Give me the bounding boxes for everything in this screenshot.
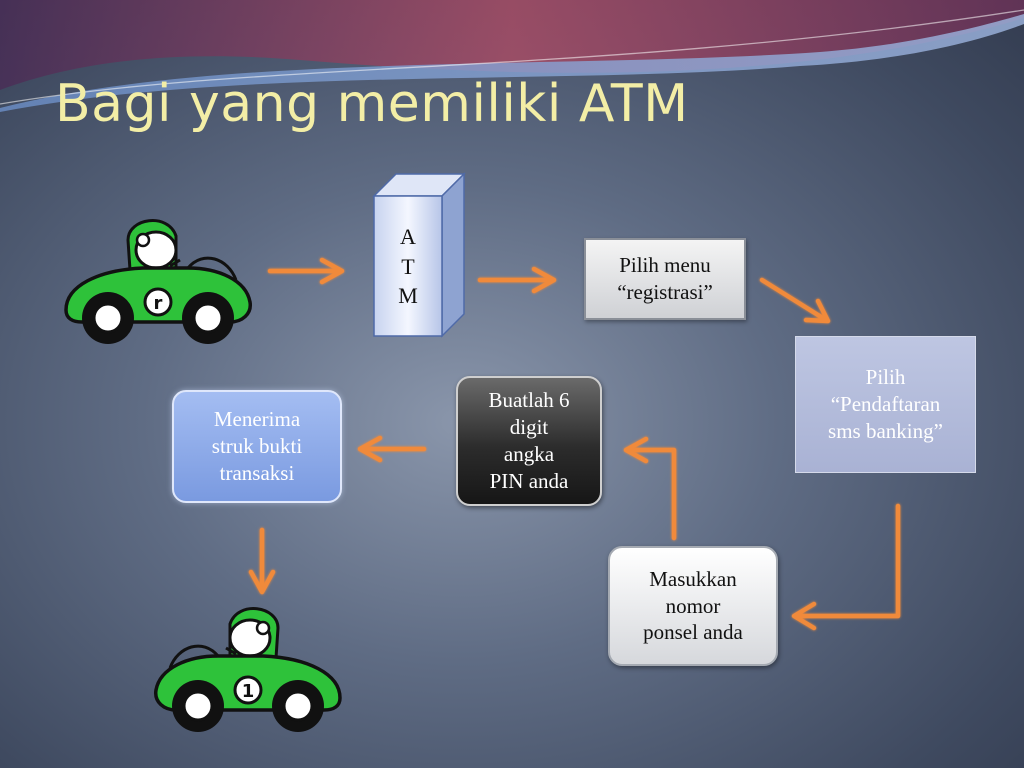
arrow-car-to-atm <box>267 257 345 285</box>
end-car: 1 <box>154 607 342 732</box>
arrow-atm-to-menu <box>477 266 557 294</box>
atm-machine <box>372 172 466 338</box>
header-swoosh <box>0 0 1024 112</box>
car-number: 1 <box>242 681 255 702</box>
atm-label: A T M <box>398 224 418 309</box>
step-create-pin: Buatlah 6 digit angka PIN anda <box>456 376 602 506</box>
arrow-registration-to-phone <box>791 503 901 631</box>
start-car: r <box>64 219 252 344</box>
slide-title: Bagi yang memiliki ATM <box>55 74 689 134</box>
arrow-receipt-to-car <box>248 527 276 595</box>
step-receive-receipt: Menerima struk bukti transaksi <box>172 390 342 503</box>
car-number: r <box>154 293 163 314</box>
step-choose-menu: Pilih menu “registrasi” <box>584 238 746 320</box>
arrow-phone-to-pin <box>623 436 677 541</box>
step-choose-registration: Pilih “Pendaftaran sms banking” <box>795 336 976 473</box>
arrow-menu-to-registration <box>759 277 831 324</box>
arrow-pin-to-receipt <box>357 435 427 463</box>
step-enter-phone: Masukkan nomor ponsel anda <box>608 546 778 666</box>
